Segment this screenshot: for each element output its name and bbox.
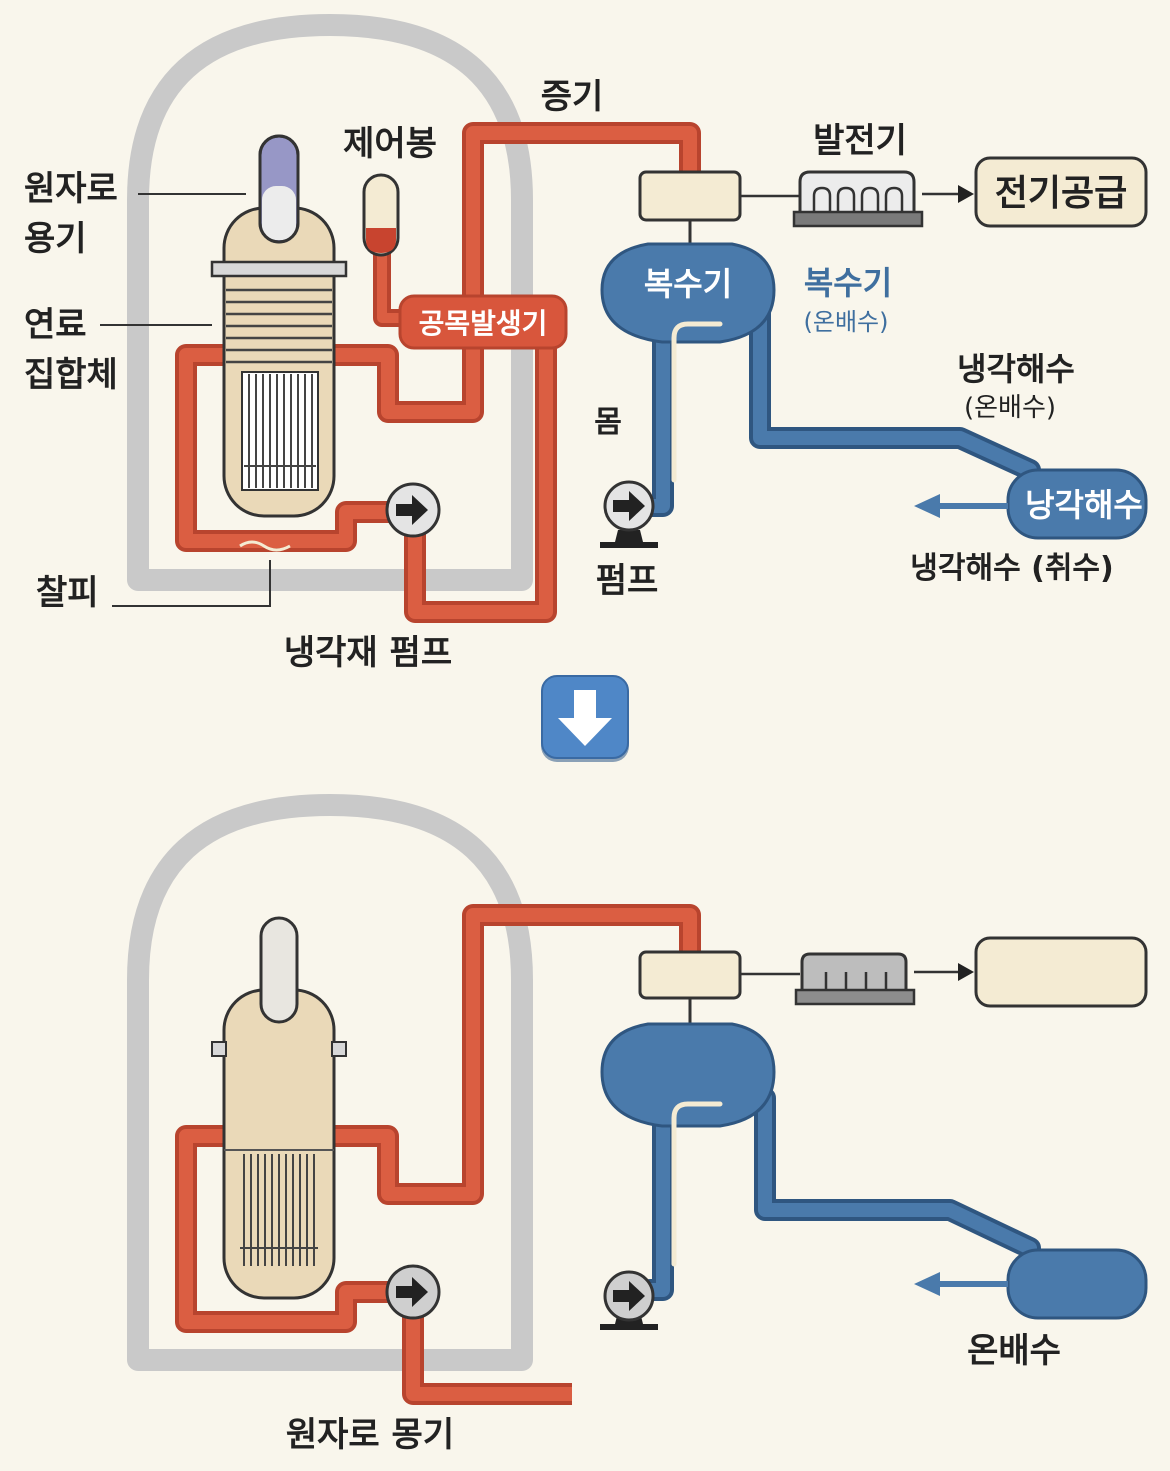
label-cooling-seawater: 냉각해수 xyxy=(957,350,1075,388)
label-fuel-assembly-1: 연료 xyxy=(24,305,87,345)
label-steam-generator: 공목발생기 xyxy=(419,307,548,340)
top-steam-generator xyxy=(398,294,568,350)
top-vessel-flange xyxy=(210,260,348,278)
bottom-primary-loop xyxy=(175,904,701,1333)
label-chalpi: 찰피 xyxy=(36,573,99,613)
label-cooling-seawater-sub: (온배수) xyxy=(964,393,1056,423)
top-coolant-pump xyxy=(385,482,441,538)
label-power-supply: 전기공급 xyxy=(995,173,1127,214)
label-condenser-inner: 복수기 xyxy=(644,265,732,303)
bottom-turbine xyxy=(638,950,742,1000)
down-arrow-icon xyxy=(541,675,629,762)
top-fuel-rods xyxy=(244,374,316,488)
top-generator xyxy=(792,170,924,228)
label-reactor-vessel-2: 용기 xyxy=(24,219,87,259)
top-turbine xyxy=(638,170,742,222)
label-pump: 펌프 xyxy=(596,561,659,601)
bottom-cooling-box xyxy=(1006,1248,1148,1320)
bottom-condenser xyxy=(600,1022,776,1128)
top-cooling-arrow xyxy=(914,494,940,518)
top-power-supply-box xyxy=(974,156,1148,228)
label-coolant-pump: 냉각재 펌프 xyxy=(284,633,452,673)
top-power-arrow xyxy=(958,185,974,203)
bottom-coolant-pump xyxy=(385,1264,441,1320)
label-condenser-outer: 복수기 xyxy=(804,264,892,302)
label-control-rod: 제어봉 xyxy=(343,124,437,164)
bottom-discharge-pipe xyxy=(402,1292,572,1405)
label-generator: 발전기 xyxy=(813,121,907,161)
bottom-secondary-loop xyxy=(639,1087,1041,1301)
bottom-power-supply-box xyxy=(974,936,1148,1008)
bottom-generator xyxy=(794,952,916,1006)
label-fuel-assembly-2: 집합체 xyxy=(24,355,118,395)
label-reactor-vessel-1: 원자로 xyxy=(24,169,118,209)
top-fuel-assembly xyxy=(241,371,319,491)
label-mom: 몸 xyxy=(594,405,622,440)
top-fuel-grid xyxy=(226,288,332,364)
bottom-diagram: 온배수 원자로 몽기 xyxy=(127,794,1148,1455)
label-steam: 증기 xyxy=(541,77,604,117)
label-warm-water: 온배수 xyxy=(967,1331,1061,1371)
top-diagram: 증기 제어봉 원자로 용기 연료 집합체 공목발생기 발전기 전기공급 복수기 … xyxy=(24,14,1148,673)
top-leader-lines xyxy=(100,193,271,607)
label-cooling-box: 낭각해수 xyxy=(1025,486,1143,524)
label-reactor-vessel-bottom: 원자로 몽기 xyxy=(286,1415,454,1455)
label-cooling-intake: 냉각해수 (취수) xyxy=(910,551,1113,586)
top-condenser-tube xyxy=(671,321,723,483)
bottom-vessel-head xyxy=(259,916,299,1024)
top-condenser xyxy=(600,242,776,344)
label-condenser-outer-sub: (온배수) xyxy=(804,308,889,336)
top-feed-pump xyxy=(600,480,658,548)
bottom-fuel-rods xyxy=(240,1154,318,1266)
bottom-feed-pump xyxy=(600,1270,658,1330)
top-wave-mark xyxy=(239,540,291,552)
